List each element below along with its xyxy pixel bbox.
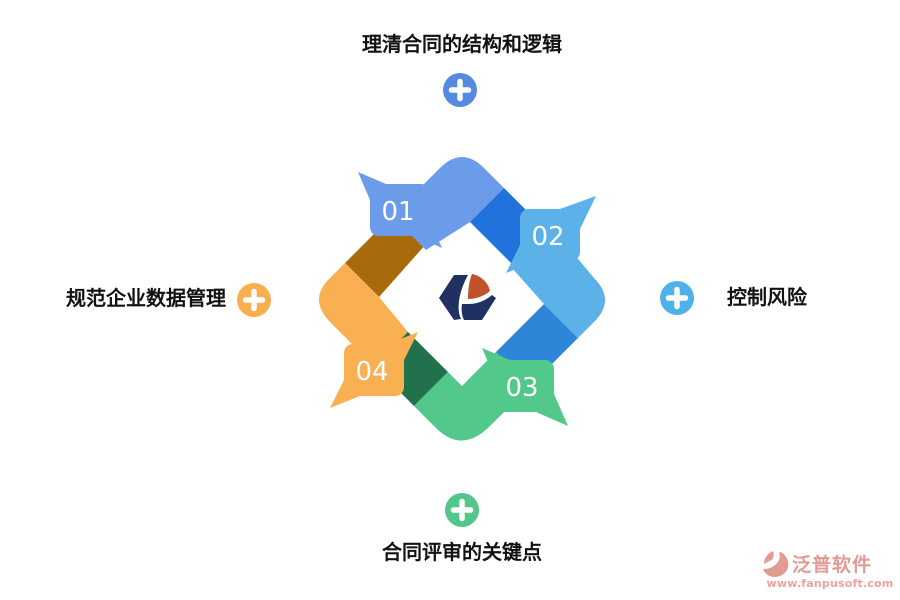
step-badge-02: 02: [506, 196, 596, 273]
step-badge-03: 03: [482, 348, 568, 426]
step1-arrow-tip-nw: [358, 172, 386, 200]
step1-arrow-tip-se: [416, 222, 442, 248]
step-badge-01: 01: [358, 172, 442, 248]
step4-arrow-tip-ne: [388, 332, 418, 360]
plus-glyph: [450, 498, 474, 522]
step3-arrow-tip-nw: [482, 348, 510, 376]
watermark: 泛普软件 www.fanpusoft.com: [760, 548, 900, 590]
logo-left-shape: [439, 275, 468, 320]
step4-ribbon: [318, 263, 408, 366]
plus-glyph: [448, 78, 472, 102]
plus-glyph: [665, 286, 689, 310]
step3-number: 03: [505, 373, 538, 403]
plus-icon-right: [660, 281, 694, 315]
watermark-url-text: www.fanpusoft.com: [766, 577, 894, 590]
callout-label-right: 控制风险: [727, 285, 807, 309]
plus-icon-bottom: [445, 493, 479, 527]
step2-square: [520, 209, 580, 261]
step-badge-04: 04: [330, 332, 418, 408]
plus-icon-left: [237, 283, 271, 317]
watermark-brand-text: 泛普软件: [792, 553, 873, 576]
step2-number: 02: [531, 222, 564, 252]
plus-glyph: [242, 288, 266, 312]
logo-right-shape: [461, 295, 496, 320]
company-logo: [439, 274, 496, 320]
step1-number: 01: [381, 197, 414, 227]
watermark-logo-swoosh: [763, 552, 789, 577]
step4-number: 04: [355, 357, 388, 387]
callout-label-bottom: 合同评审的关键点: [382, 540, 542, 564]
watermark-logo-icon: [763, 551, 789, 577]
step4-square: [344, 344, 404, 396]
step4-arrow-tip-sw: [330, 380, 360, 408]
step3-square: [494, 360, 554, 412]
step1-square: [370, 184, 430, 236]
logo-sail-shape: [468, 274, 490, 299]
callout-label-top: 理清合同的结构和逻辑: [362, 32, 562, 56]
callout-label-left: 规范企业数据管理: [66, 286, 226, 310]
watermark-logo-wedge: [764, 551, 774, 564]
step3-arrow-tip-se: [536, 394, 568, 426]
step2-arrow-tip-sw: [506, 245, 536, 273]
plus-icon-top: [443, 73, 477, 107]
